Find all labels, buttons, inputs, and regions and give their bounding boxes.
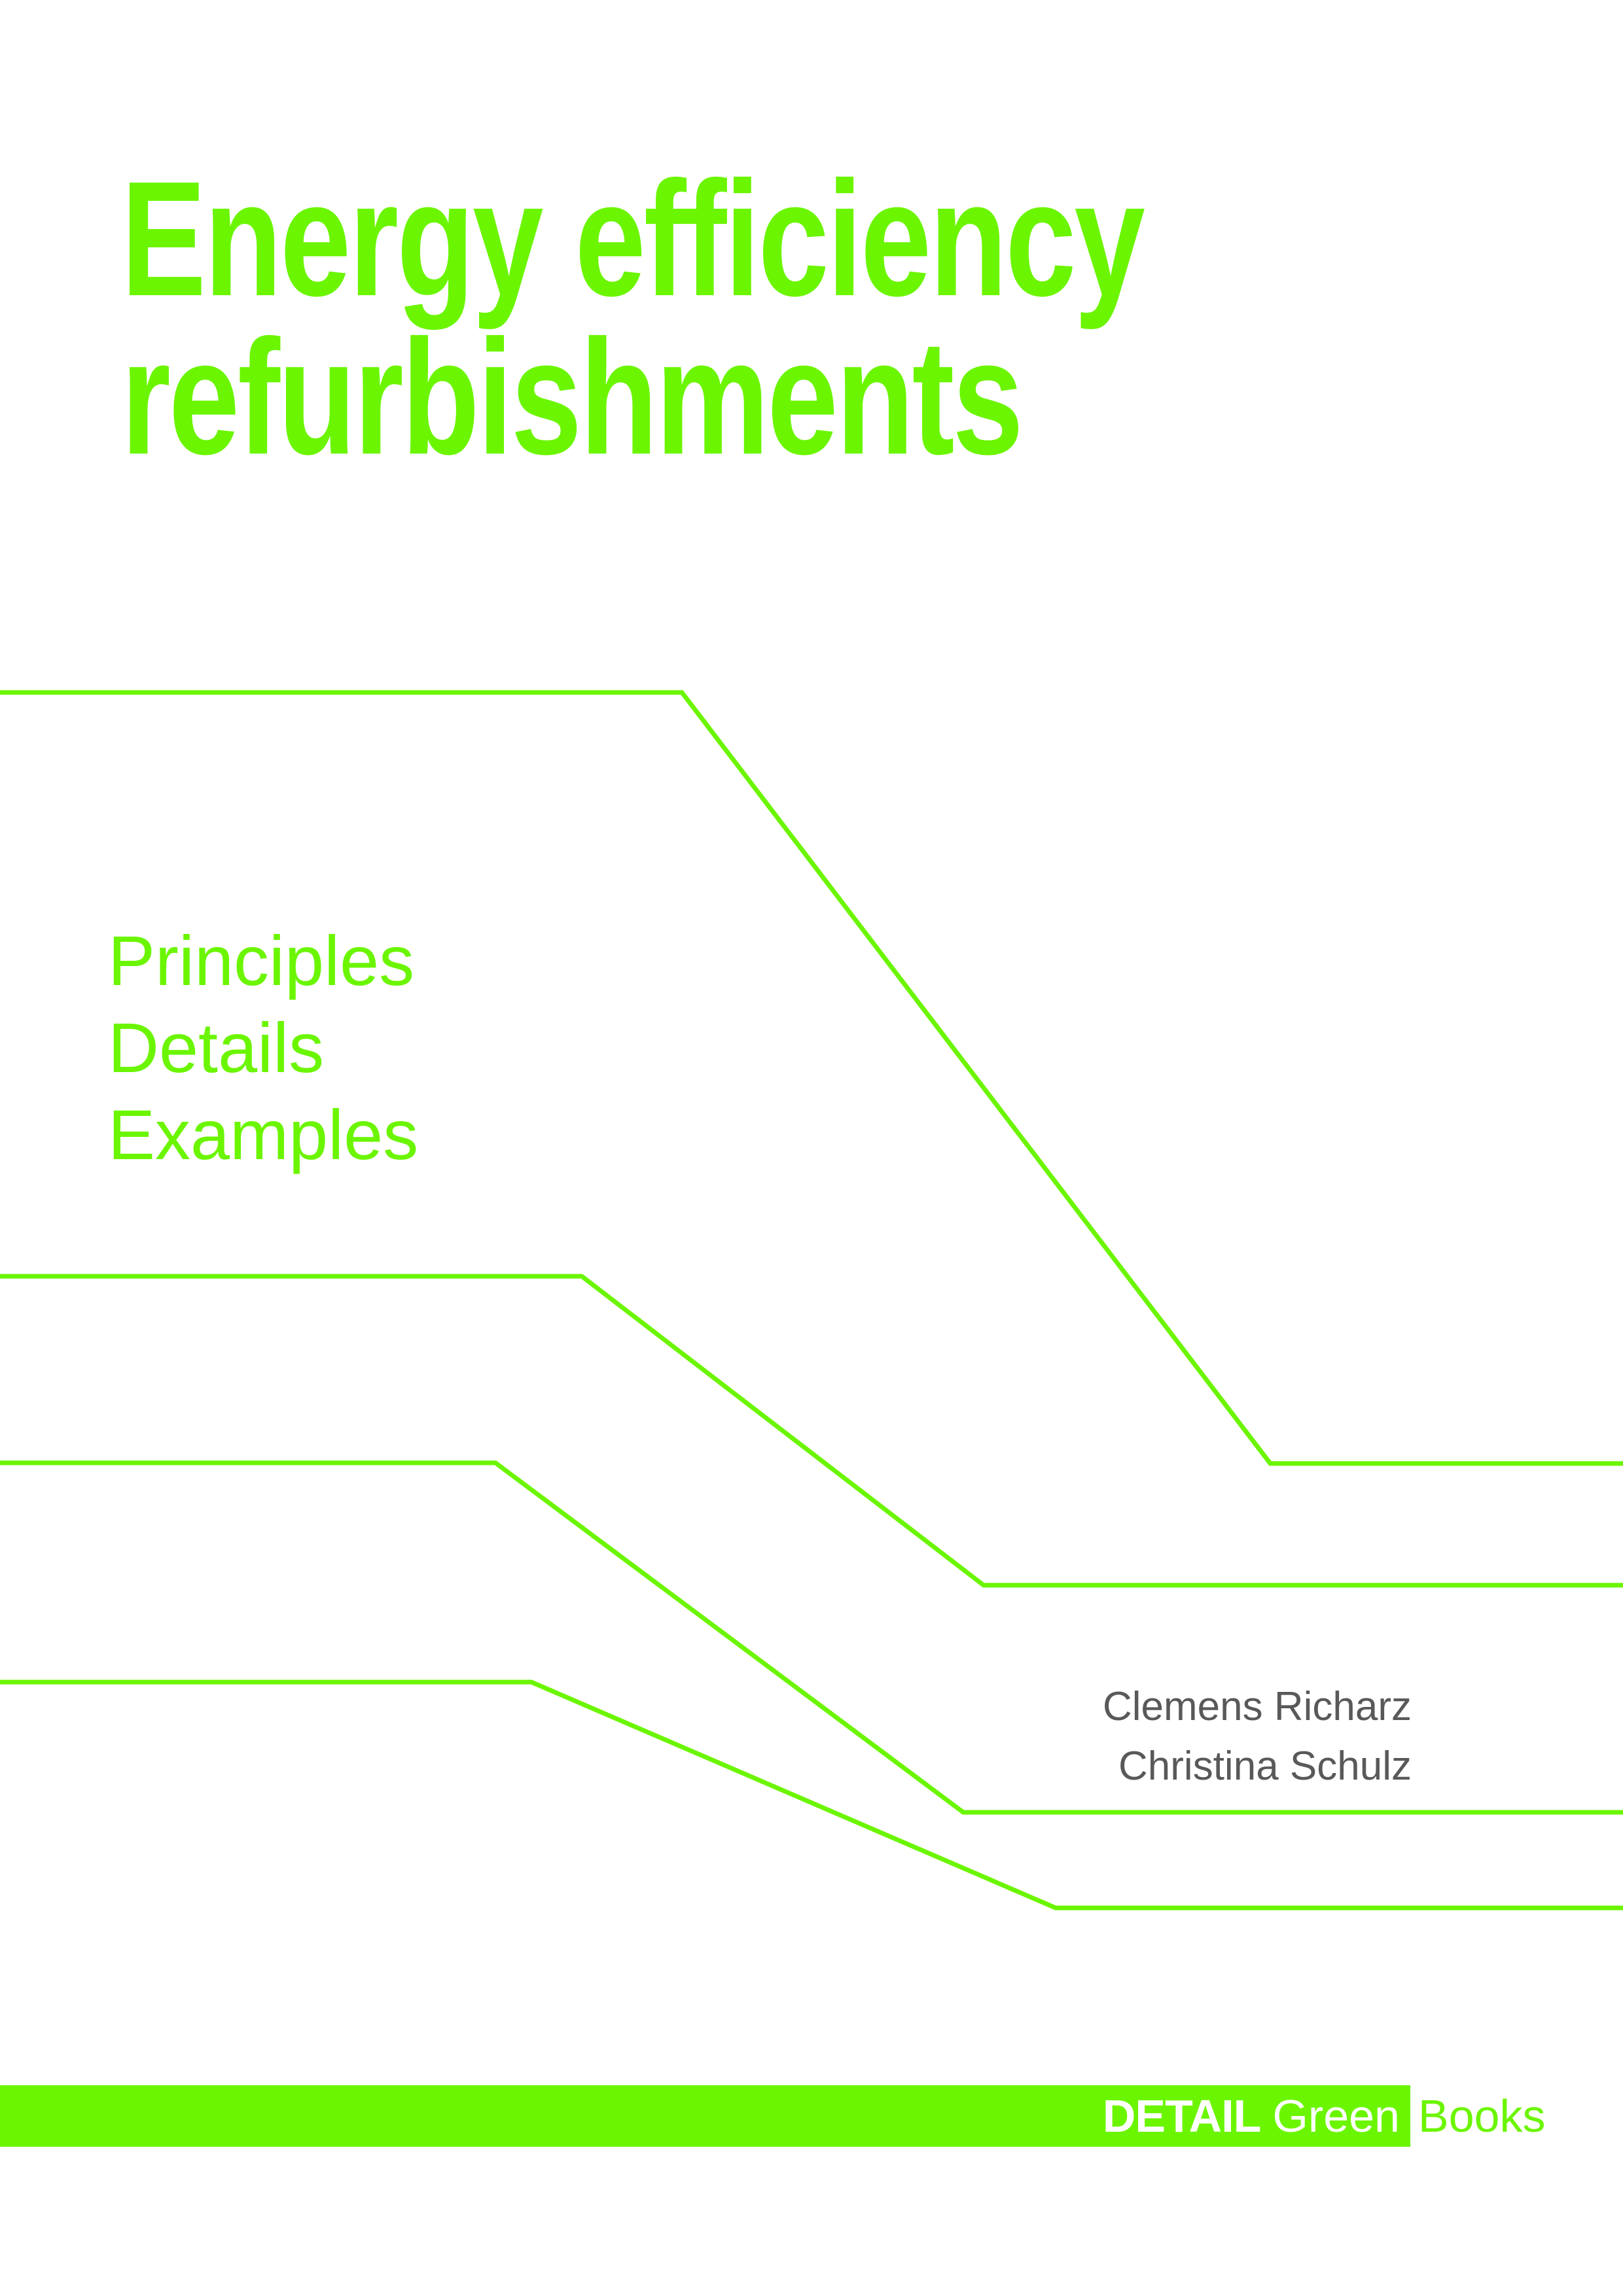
rule-d (0, 1679, 1623, 1910)
rule-c (0, 1460, 1623, 1815)
author-names: Clemens Richarz Christina Schulz (1103, 1677, 1412, 1796)
publisher-suffix-books: Books (1418, 2090, 1546, 2142)
author-line1: Clemens Richarz (1102, 1684, 1412, 1729)
book-title: Energy efficiency refurbishments (121, 147, 1145, 488)
subtitle-list: Principles Details Examples (108, 917, 418, 1178)
subtitle-item-principles: Principles (108, 921, 415, 1000)
book-title-line2: refurbishments (121, 306, 1024, 488)
subtitle-item-details: Details (108, 1008, 325, 1087)
publisher-series-green: Green (1272, 2090, 1400, 2142)
publisher-suffix-wrap: Books (1410, 2085, 1546, 2147)
rule-b (0, 1274, 1623, 1588)
subtitle-item-examples: Examples (108, 1095, 419, 1174)
author-line2: Christina Schulz (1118, 1744, 1412, 1789)
rule-a (0, 690, 1623, 1466)
publisher-footer: DETAIL Green Books (0, 2085, 1623, 2147)
publisher-green-bar: DETAIL Green (0, 2085, 1410, 2147)
publisher-brand-detail: DETAIL (1102, 2090, 1262, 2142)
book-title-line1: Energy efficiency (121, 147, 1145, 330)
